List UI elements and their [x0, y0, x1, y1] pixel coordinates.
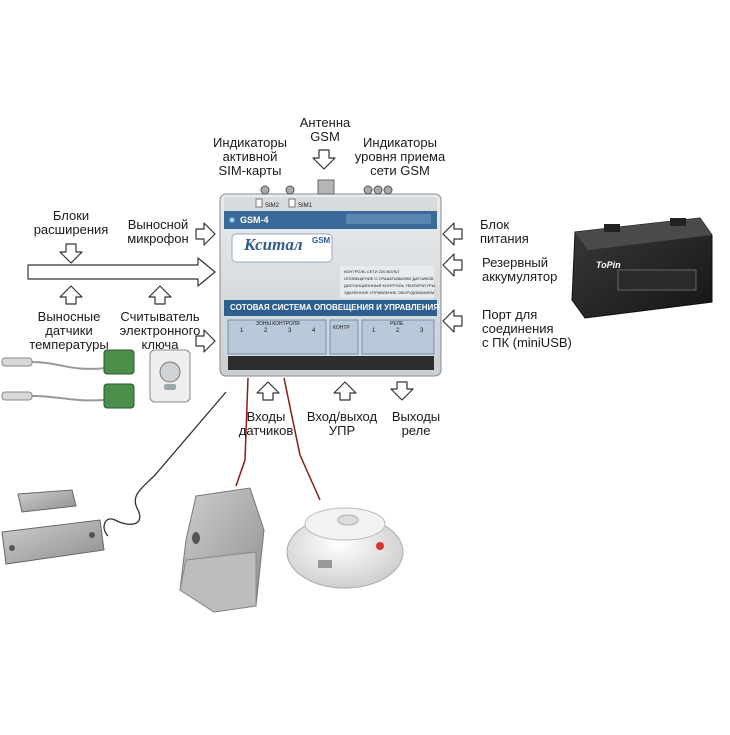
signal-indicators-label: Индикаторы уровня приема сети GSM	[354, 135, 446, 178]
magnetic-sensor-cable	[103, 391, 227, 537]
relay-number: 2	[396, 328, 400, 334]
battery-image	[571, 217, 713, 319]
screw-terminals	[228, 356, 434, 370]
sensor-wires	[235, 377, 321, 501]
battery-label: Резервный аккумулятор	[482, 255, 558, 284]
gsm-led-1	[363, 185, 373, 195]
zone-number: 3	[288, 328, 292, 334]
signal-bars-graphic	[346, 214, 431, 224]
gsm-led-2	[373, 185, 383, 195]
power-arrow	[442, 222, 463, 246]
sensor-inputs-arrow	[256, 381, 280, 401]
antenna-arrow	[312, 149, 336, 170]
magnetic-sensor-image	[1, 489, 105, 565]
pc-port-label: Порт для соединения с ПК (miniUSB)	[482, 307, 572, 350]
feature-item: УДАЛЕННОЕ УПРАВЛЕНИЕ ОБОРУДОВАНИЕМ	[344, 290, 435, 295]
relay-number: 1	[372, 328, 376, 334]
battery-arrow	[442, 253, 463, 277]
key-reader-label: Считыватель электронного ключа	[119, 309, 201, 352]
gsm-device	[219, 179, 442, 377]
relay-number: 3	[420, 328, 424, 334]
battery-brand: ToPin	[596, 260, 621, 270]
feature-item: ОПОВЕЩЕНИЕ О СРАБАТЫВАНИИ ДАТЧИКОВ	[344, 276, 434, 281]
expansion-bus-arrow	[27, 257, 216, 287]
temp-sensors-label: Выносные датчики температуры	[29, 309, 109, 352]
expansion-label: Блоки расширения	[33, 208, 109, 237]
antenna-connector	[317, 179, 335, 195]
brand-logo: Кситал	[244, 235, 303, 254]
sim-led-1	[260, 185, 270, 195]
device-banner: СОТОВАЯ СИСТЕМА ОПОВЕЩЕНИЯ И УПРАВЛЕНИЯ	[230, 303, 440, 312]
antenna-label: Антенна GSM	[299, 115, 351, 144]
sim1-label: SIM1	[298, 203, 313, 209]
relay-outputs-label: Выходы реле	[391, 409, 441, 438]
device-model: GSM-4	[240, 215, 269, 225]
gsm-led-3	[383, 185, 393, 195]
sensor-inputs-label: Входы датчиков	[238, 409, 294, 438]
upr-io-label: Вход/выход УПР	[306, 409, 378, 438]
zones-title: ЗОНЫ КОНТРОЛЯ	[256, 321, 300, 327]
zone-number: 2	[264, 328, 268, 334]
key-reader-right-arrow	[195, 329, 216, 353]
relay-title: РЕЛЕ	[390, 321, 404, 327]
upr-arrow	[333, 381, 357, 401]
sim-led-2	[285, 185, 295, 195]
microphone-arrow	[195, 222, 216, 246]
feature-item: КОНТРОЛЬ СЕТИ 220 ВОЛЬТ	[344, 269, 400, 274]
pc-port-arrow	[442, 309, 463, 333]
zone-number: 1	[240, 328, 244, 334]
feature-item: ДИСТАНЦИОННЫЙ КОНТРОЛЬ ТЕМПЕРАТУРЫ	[344, 283, 436, 288]
temperature-sensors-image	[1, 349, 135, 409]
relay-arrow	[390, 381, 414, 401]
brand-suffix: GSM	[312, 236, 331, 245]
power-label: Блок питания	[480, 217, 529, 246]
expansion-arrow	[59, 243, 83, 264]
feature-list	[340, 266, 434, 298]
device-banner-bar	[224, 300, 437, 316]
motion-detector-image	[179, 487, 265, 613]
key-reader-arrow	[148, 285, 172, 305]
device-top-strip	[224, 197, 437, 211]
brand-plate	[231, 233, 333, 263]
status-led	[229, 217, 235, 223]
smoke-detector-image	[286, 507, 404, 589]
zone-number: 4	[312, 328, 316, 334]
sim-indicators-label: Индикаторы активной SIM-карты	[213, 135, 287, 178]
kontr-title: КОНТР	[333, 325, 350, 331]
sim2-label: SIM2	[265, 203, 280, 209]
key-reader-image	[149, 349, 191, 403]
microphone-label: Выносной микрофон	[127, 217, 189, 246]
temp-sensor-arrow	[59, 285, 83, 305]
